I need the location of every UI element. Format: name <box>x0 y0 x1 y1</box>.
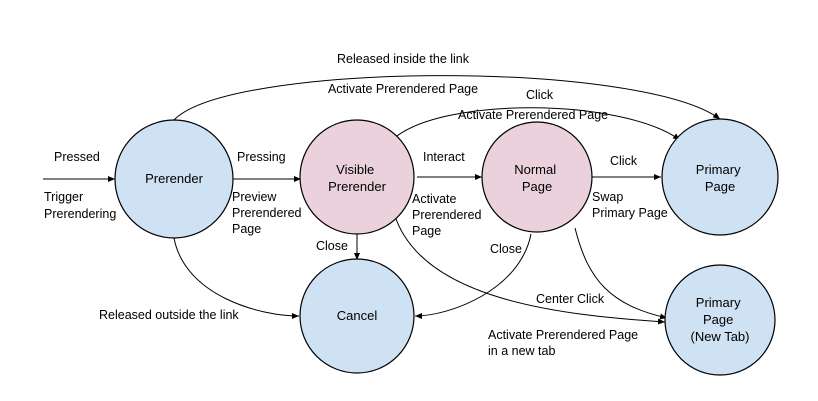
label-interact: Interact <box>423 150 465 164</box>
label-activate-prerendered-top: Activate Prerendered Page <box>328 82 478 96</box>
node-primary-page-new-tab: Primary Page (New Tab) <box>664 264 776 376</box>
label-click-top: Click <box>526 88 554 102</box>
node-primary-page-new-tab-label: Primary Page (New Tab) <box>690 295 749 344</box>
node-primary-page: Primary Page <box>661 118 779 236</box>
node-prerender-circle <box>114 119 234 239</box>
node-normal-page-circle <box>481 121 593 233</box>
node-primary-page-label: Primary Page <box>696 162 744 194</box>
edge-visible-to-primary-click <box>391 107 681 141</box>
label-trigger-prerendering: Trigger Prerendering <box>44 190 116 221</box>
label-preview-prerendered-page: Preview Prerendered Page <box>232 190 305 236</box>
edge-normal-to-newtab-swap <box>574 227 668 320</box>
node-visible-prerender-label: Visible Prerender <box>328 162 386 194</box>
label-pressing: Pressing <box>237 150 286 164</box>
edge-normal-to-cancel-close <box>414 233 532 319</box>
node-visible-prerender: Visible Prerender <box>299 119 415 235</box>
node-cancel: Cancel <box>299 258 415 374</box>
label-center-click: Center Click <box>536 292 605 306</box>
label-released-inside: Released inside the link <box>337 52 470 66</box>
edge-visible-to-newtab-center-click <box>393 212 666 325</box>
label-close-visible: Close <box>316 239 348 253</box>
node-normal-page: Normal Page <box>481 121 593 233</box>
label-pressed: Pressed <box>54 150 100 164</box>
label-swap-primary-page: Swap Primary Page <box>592 190 668 220</box>
label-activate-new-tab: Activate Prerendered Page in a new tab <box>488 328 642 358</box>
label-close-normal: Close <box>490 242 522 256</box>
node-prerender-label: Prerender <box>145 171 203 186</box>
node-primary-page-new-tab-circle <box>664 264 776 376</box>
label-activate-prerendered-vp: Activate Prerendered Page <box>412 192 485 238</box>
node-primary-page-circle <box>661 118 779 236</box>
edge-prerender-to-primary-released-inside <box>173 75 721 121</box>
node-prerender: Prerender <box>114 119 234 239</box>
label-activate-prerendered-mid: Activate Prerendered Page <box>458 108 608 122</box>
node-cancel-circle <box>299 258 415 374</box>
node-normal-page-label: Normal Page <box>514 162 560 194</box>
label-released-outside: Released outside the link <box>99 308 239 322</box>
label-click-normal: Click <box>610 154 638 168</box>
edge-prerender-to-cancel-released-outside <box>173 237 300 319</box>
node-visible-prerender-circle <box>299 119 415 235</box>
node-cancel-label: Cancel <box>337 308 378 323</box>
